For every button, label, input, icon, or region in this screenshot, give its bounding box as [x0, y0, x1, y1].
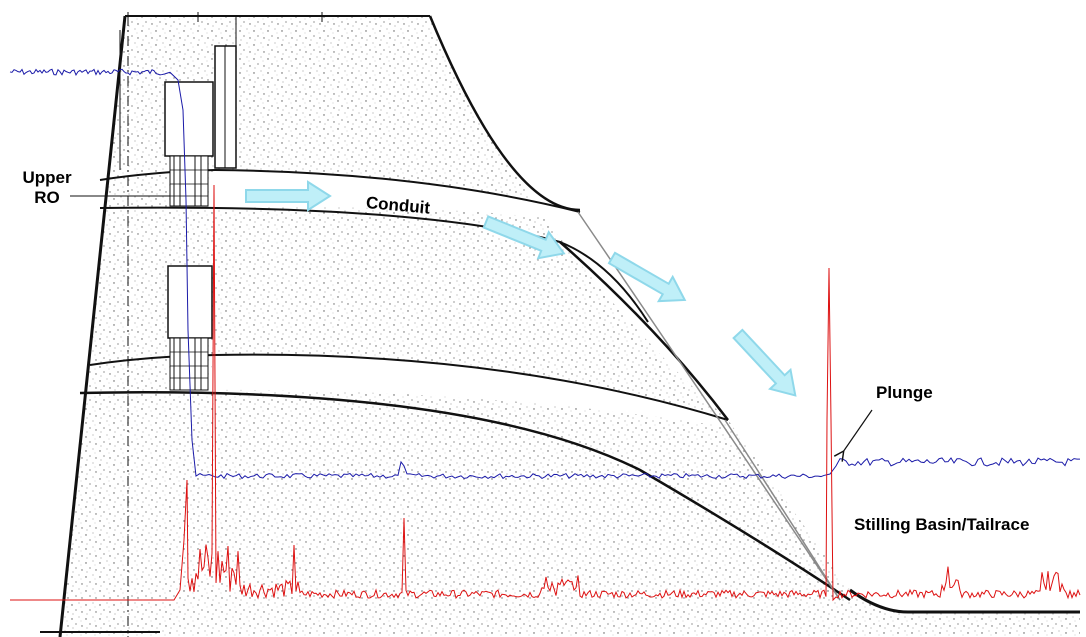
pointer-arrow-icon — [843, 409, 873, 452]
flow-arrow-icon — [607, 251, 687, 303]
dam-body — [60, 16, 1080, 637]
upper-ro-label-line1: Upper — [22, 168, 72, 187]
flow-arrow-icon — [732, 328, 797, 397]
plunge-label: Plunge — [876, 383, 933, 402]
upper-conduit — [205, 170, 580, 222]
upper-ro-label-line2: RO — [34, 188, 60, 207]
flow-arrows — [245, 180, 797, 397]
flow-arrow-icon — [245, 180, 332, 212]
dam-structure — [40, 12, 1080, 637]
upstream-face — [58, 15, 127, 637]
red-pressure-trace — [10, 184, 1081, 602]
lower-gate-chamber — [167, 265, 213, 391]
stilling-basin-label: Stilling Basin/Tailrace — [854, 515, 1030, 534]
lower-jet-line — [724, 419, 841, 601]
flow-arrow-icon — [482, 215, 566, 260]
lower-conduit — [205, 354, 728, 425]
upper-ro-label: Upper RO — [22, 168, 72, 208]
upper-gate-chamber — [164, 81, 214, 207]
blue-pressure-trace — [9, 68, 1081, 480]
downstream-toe — [849, 588, 1080, 614]
